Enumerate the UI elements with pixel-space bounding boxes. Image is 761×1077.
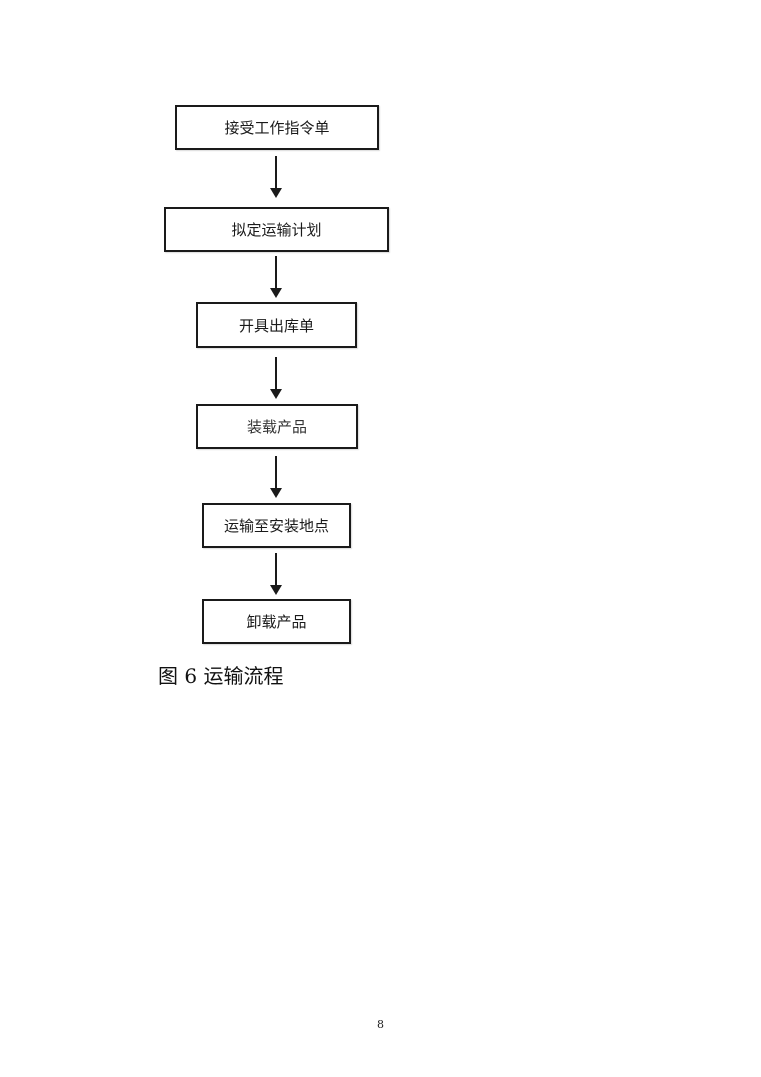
step-label: 运输至安装地点 bbox=[223, 517, 329, 535]
step-transport-to-site: 运输至安装地点 bbox=[202, 503, 351, 548]
step-label: 拟定运输计划 bbox=[231, 221, 322, 239]
step-load-products: 装载产品 bbox=[196, 404, 358, 449]
step-draft-transport-plan: 拟定运输计划 bbox=[164, 207, 389, 252]
step-issue-outbound-slip: 开具出库单 bbox=[196, 302, 357, 348]
figure-caption: 图 6 运输流程 bbox=[158, 664, 284, 688]
step-label: 卸载产品 bbox=[246, 613, 307, 631]
step-receive-work-order: 接受工作指令单 bbox=[175, 105, 379, 150]
arrow-down-icon bbox=[270, 456, 282, 498]
arrow-down-icon bbox=[270, 357, 282, 399]
arrow-down-icon bbox=[270, 156, 282, 198]
page-number: 8 bbox=[377, 1018, 384, 1031]
arrow-down-icon bbox=[270, 553, 282, 595]
step-label: 开具出库单 bbox=[238, 316, 314, 335]
step-label: 装载产品 bbox=[246, 418, 307, 436]
arrow-down-icon bbox=[270, 256, 282, 298]
step-label: 接受工作指令单 bbox=[224, 119, 330, 137]
step-unload-products: 卸载产品 bbox=[202, 599, 351, 644]
